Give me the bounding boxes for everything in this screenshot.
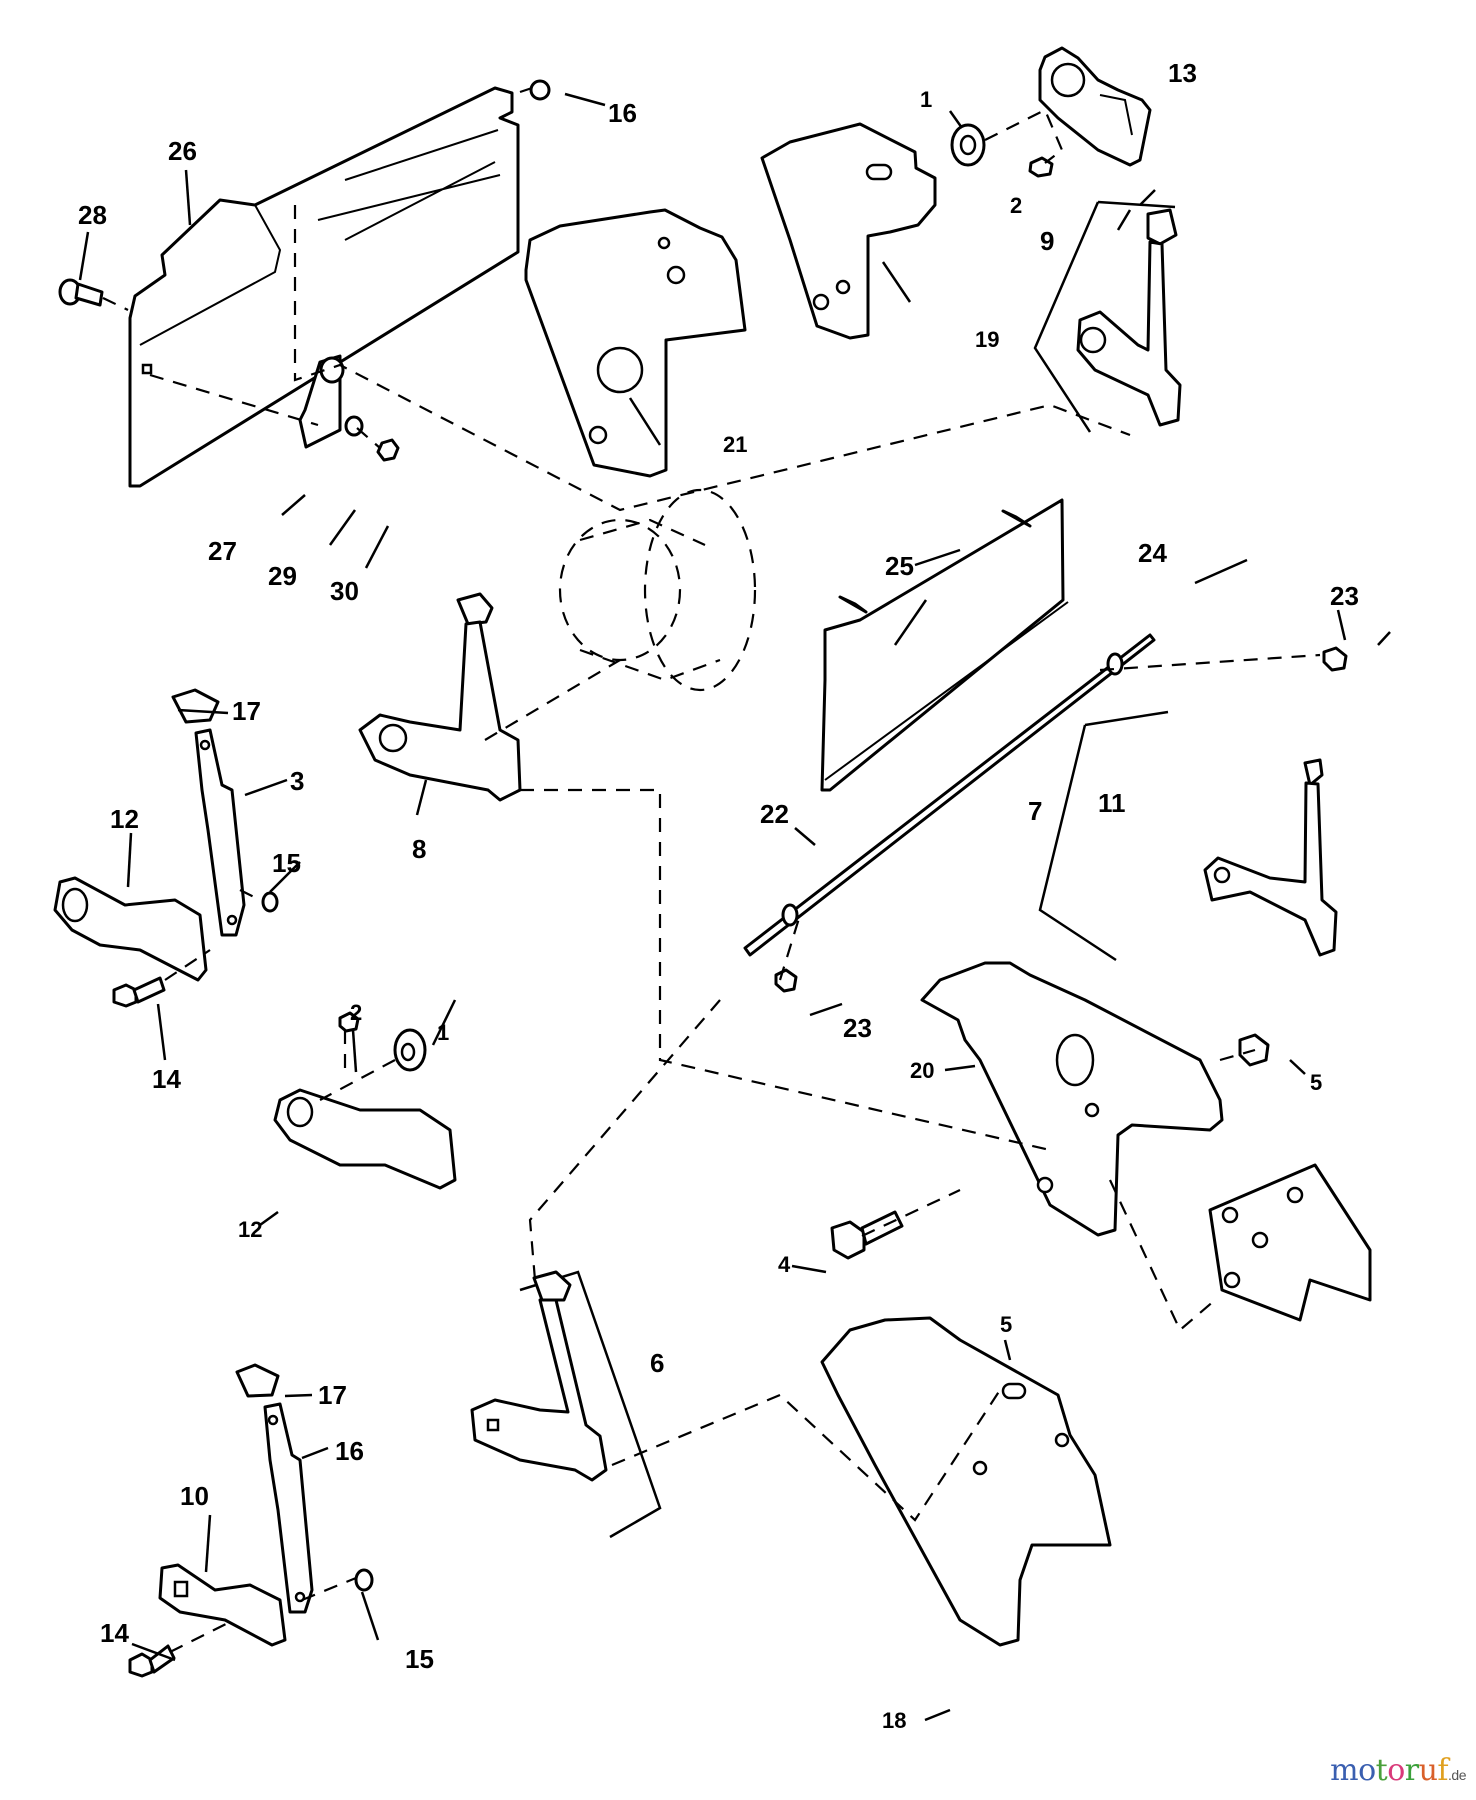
callout-14-low: 14 — [100, 1618, 129, 1648]
part-23-nut — [774, 968, 798, 993]
part-17-knob — [171, 688, 220, 724]
part-12-bracket — [273, 1088, 457, 1190]
callout-30: 30 — [330, 576, 359, 606]
watermark-logo: motoruf.de — [1330, 1753, 1466, 1788]
part-21-quadrant-plate — [524, 208, 747, 478]
part-14-bolt — [128, 1644, 176, 1678]
callout-17-low: 17 — [318, 1380, 347, 1410]
callout-1-top: 1 — [920, 87, 932, 112]
part-15-washer — [261, 891, 279, 913]
callout-16: 16 — [608, 98, 637, 128]
callout-4: 4 — [778, 1252, 791, 1277]
part-3-lever — [194, 728, 246, 937]
part-23-nut — [1322, 646, 1348, 672]
callout-1-mid: 1 — [437, 1020, 449, 1045]
callout-22: 22 — [760, 799, 789, 829]
callout-18: 18 — [882, 1708, 906, 1733]
part-2-screw — [338, 1011, 360, 1033]
callout-16-low: 16 — [335, 1436, 364, 1466]
part-13-bracket — [1038, 46, 1152, 167]
callout-26: 26 — [168, 136, 197, 166]
callout-2-top: 2 — [1010, 193, 1022, 218]
part-20-quadrant-plate — [920, 961, 1224, 1237]
callout-8: 8 — [412, 834, 426, 864]
watermark-tld: .de — [1448, 1767, 1466, 1783]
part-14-bolt — [112, 976, 166, 1008]
part-10-bracket — [158, 1563, 287, 1647]
callout-labels: 16 26 28 27 29 30 21 19 1 2 13 9 25 24 2… — [78, 58, 1359, 1733]
part-18-quadrant-plate — [820, 1316, 1112, 1647]
part-7-lever-assembly — [1038, 710, 1338, 962]
part-1-bushing — [950, 123, 986, 167]
callout-15-mid: 15 — [272, 848, 301, 878]
part-30-nut — [376, 438, 400, 462]
part-8-lever-assembly — [358, 592, 522, 802]
part-22-rod — [743, 633, 1156, 957]
watermark-letter: o — [1387, 1753, 1405, 1788]
watermark-letter: t — [1375, 1753, 1388, 1788]
part-25-cotter-pin — [1001, 509, 1032, 528]
part-15-washer — [354, 1568, 374, 1592]
callout-23-upper: 23 — [1330, 581, 1359, 611]
part-25-cotter-pin — [838, 595, 868, 614]
callout-28: 28 — [78, 200, 107, 230]
callout-17-mid: 17 — [232, 696, 261, 726]
part-24-panel — [820, 498, 1069, 792]
part-27-arm — [298, 354, 345, 449]
watermark-letter: o — [1358, 1753, 1376, 1788]
callout-13: 13 — [1168, 58, 1197, 88]
part-9-lever-assembly — [1033, 200, 1182, 433]
callout-12-mid: 12 — [238, 1217, 262, 1242]
callout-25-upper: 25 — [885, 551, 914, 581]
callout-7: 7 — [1028, 796, 1042, 826]
part-16-lever — [263, 1402, 314, 1614]
watermark-letter: m — [1330, 1753, 1359, 1788]
callout-20: 20 — [910, 1058, 934, 1083]
callout-15-low: 15 — [405, 1644, 434, 1674]
callout-24: 24 — [1138, 538, 1167, 568]
callout-5-lower: 5 — [1000, 1312, 1012, 1337]
callout-21: 21 — [723, 432, 747, 457]
callout-29: 29 — [268, 561, 297, 591]
part-26-guide-bracket — [128, 86, 520, 488]
callout-27: 27 — [208, 536, 237, 566]
part-16-clip — [529, 79, 551, 101]
callout-2-mid: 2 — [350, 1000, 362, 1025]
part-17-knob — [235, 1363, 280, 1398]
callout-5-right: 5 — [1310, 1070, 1322, 1095]
callout-11: 11 — [1098, 788, 1126, 818]
callout-3: 3 — [290, 766, 304, 796]
callout-14-mid: 14 — [152, 1064, 181, 1094]
part-29-washer — [344, 415, 364, 437]
leader-lines — [78, 92, 1391, 1722]
watermark-text: motoruf — [1330, 1753, 1448, 1788]
callout-19: 19 — [975, 327, 999, 352]
assembly-dashed-lines — [102, 86, 1321, 1653]
callout-12-left: 12 — [110, 804, 139, 834]
watermark-letter: u — [1418, 1753, 1438, 1788]
watermark-letter: r — [1404, 1753, 1419, 1788]
part-6-lever-assembly — [470, 1270, 662, 1539]
part-28-screw — [58, 278, 104, 307]
callout-9: 9 — [1040, 226, 1054, 256]
callout-23-lower: 23 — [843, 1013, 872, 1043]
motor-phantom-outline — [558, 488, 757, 692]
part-4-bolt — [830, 1210, 904, 1260]
frame-plate — [1208, 1163, 1372, 1322]
part-19-quadrant-plate — [760, 122, 937, 340]
part-1-bushing — [393, 1028, 427, 1072]
callout-6: 6 — [650, 1348, 664, 1378]
watermark-letter: f — [1437, 1753, 1449, 1788]
part-12-bracket — [53, 876, 208, 982]
callout-10: 10 — [180, 1481, 209, 1511]
